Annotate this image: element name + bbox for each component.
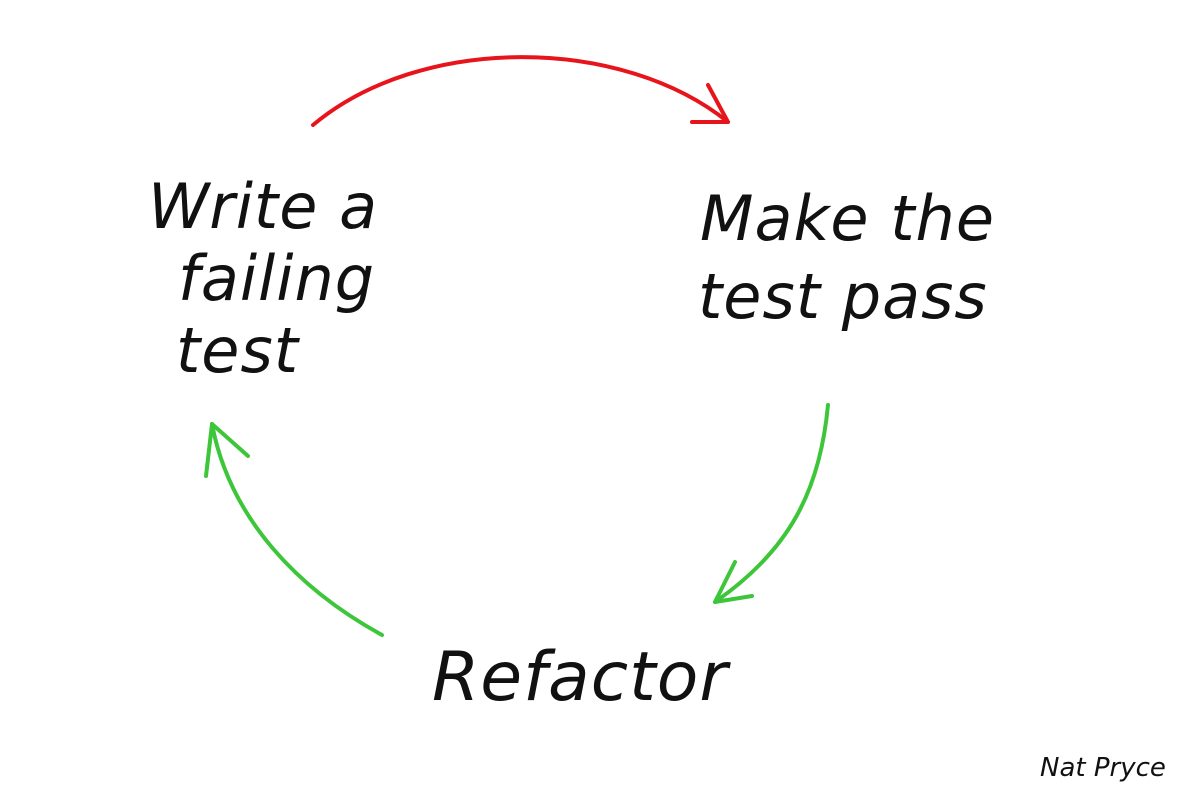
write-test-line-3: test [176,314,301,387]
write-test-line-1: Write a [148,170,378,243]
author-signature: Nat Pryce [1040,753,1166,783]
arrow-write-to-pass [311,55,730,127]
arrow-refactor-to-write [204,422,384,637]
write-test-line-2: failing [178,242,375,315]
node-refactor: Refactor [432,638,731,717]
node-write-failing-test: Write a failing test [148,170,378,387]
arrow-pass-to-refactor [713,403,830,604]
arrow-pass-to-refactor-shaft [713,403,830,604]
make-pass-line-1: Make the [700,182,995,255]
arrow-write-to-pass-head [690,83,730,124]
refactor-label: Refactor [432,638,731,717]
arrow-refactor-to-write-head [204,422,250,478]
arrow-pass-to-refactor-head [713,560,754,604]
arrow-refactor-to-write-shaft [210,422,384,637]
arrow-write-to-pass-shaft [311,55,730,127]
node-make-test-pass: Make the test pass [698,182,995,333]
make-pass-line-2: test pass [698,260,988,333]
